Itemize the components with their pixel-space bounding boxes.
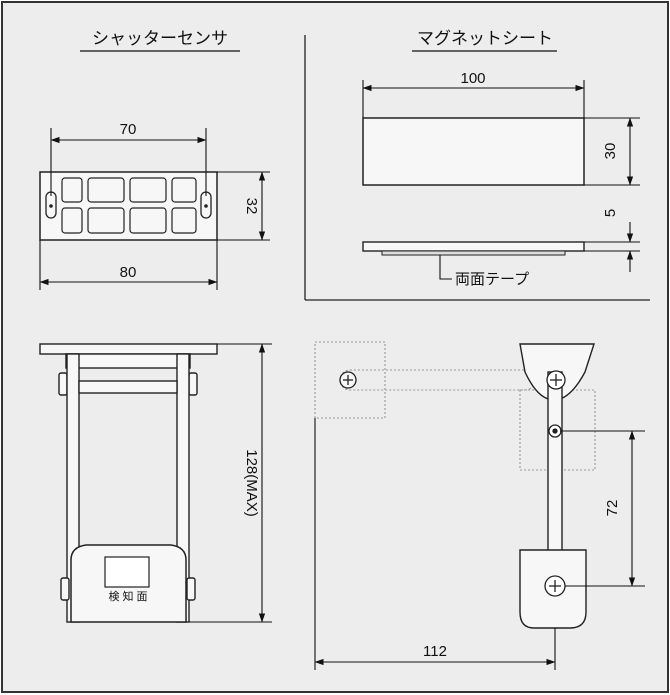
dimension-100 <box>362 80 585 118</box>
dimension-32 <box>217 171 270 241</box>
magnet-sheet-heading: マグネットシート <box>417 29 553 48</box>
dim-label-128: 128(MAX) <box>243 449 260 517</box>
dim-label-112: 112 <box>423 643 447 660</box>
tape-leader <box>439 255 452 280</box>
dimension-128 <box>189 343 272 623</box>
dimension-72 <box>560 430 645 587</box>
dimension-30 <box>584 117 640 186</box>
dim-label-5: 5 <box>602 209 619 217</box>
bracket-pivot-screws <box>544 370 566 597</box>
shutter-sensor-heading: シャッターセンサ <box>92 29 228 48</box>
sensor-body: 検 知 面 <box>70 544 187 623</box>
dim-label-100: 100 <box>460 70 485 87</box>
dim-label-72: 72 <box>604 500 621 517</box>
dim-label-70: 70 <box>120 121 137 138</box>
dimension-5 <box>584 222 640 272</box>
sensor-window <box>104 556 150 588</box>
magnet-side-view <box>362 241 585 256</box>
dimension-80 <box>39 240 218 290</box>
dim-label-30: 30 <box>602 143 619 160</box>
dim-label-80: 80 <box>120 264 137 281</box>
dimension-70 <box>50 128 207 196</box>
tape-label: 両面テープ <box>455 271 529 288</box>
dimension-112 <box>314 418 556 670</box>
sensor-top-view <box>39 171 218 241</box>
magnet-sheet-title: マグネットシート <box>412 29 557 52</box>
ghost-pivot-screw <box>339 371 357 389</box>
shutter-sensor-title: シャッターセンサ <box>80 29 240 52</box>
dim-label-32: 32 <box>243 198 260 215</box>
sensing-face-label: 検 知 面 <box>108 589 147 603</box>
magnet-top-view <box>362 117 585 186</box>
double-sided-tape <box>381 250 566 256</box>
